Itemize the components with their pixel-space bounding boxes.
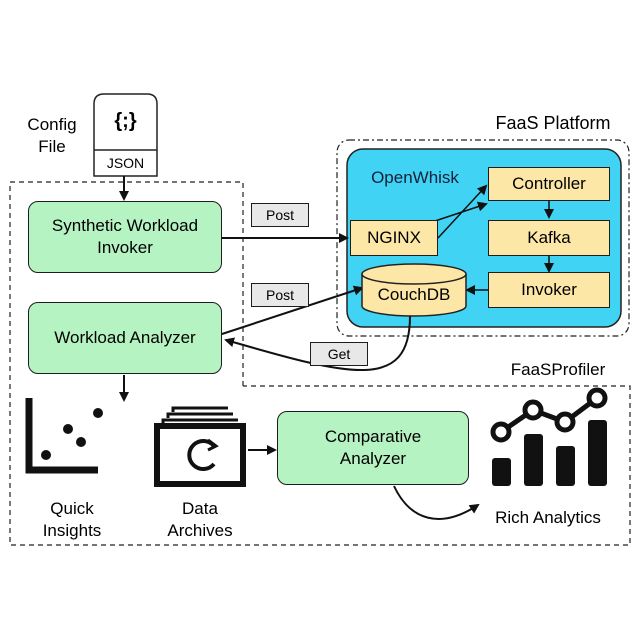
couchdb-label: CouchDB <box>377 285 451 304</box>
rich-analytics-label: Rich Analytics <box>495 508 601 527</box>
faas-platform-title: FaaS Platform <box>495 113 611 133</box>
quick-line1: Quick <box>50 499 94 518</box>
couchdb-cylinder <box>361 263 467 317</box>
json-braces-icon: {;} <box>114 110 137 132</box>
workload-analyzer-label: Workload Analyzer <box>54 328 196 347</box>
comparative-line2: Analyzer <box>339 449 407 468</box>
scatter-plot-icon <box>25 398 103 474</box>
controller-label: Controller <box>512 174 586 193</box>
post-store-tag: Post <box>251 283 309 307</box>
invoker-box: Invoker <box>488 272 610 308</box>
data-archives-label: Data Archives <box>150 498 250 542</box>
faasprofiler-border-upper <box>9 181 631 546</box>
openwhisk-title: OpenWhisk <box>371 168 459 187</box>
bar-chart-icon <box>490 387 608 486</box>
nginx-box: NGINX <box>350 220 438 256</box>
quick-insights-label: Quick Insights <box>24 498 120 542</box>
comparative-line1: Comparative <box>324 427 422 446</box>
faasprofiler-title: FaaSProfiler <box>510 360 606 379</box>
comparative-analyzer-box: Comparative Analyzer <box>277 411 469 485</box>
config-label-line1: Config <box>27 115 77 134</box>
config-label-line2: File <box>38 137 66 156</box>
archives-line1: Data <box>182 499 218 518</box>
json-format-label: JSON <box>106 155 145 171</box>
synthetic-workload-invoker-box: Synthetic Workload Invoker <box>28 201 222 273</box>
archive-drawer-icon <box>154 406 246 487</box>
config-file-label: Config File <box>20 114 84 158</box>
kafka-label: Kafka <box>527 228 571 247</box>
invoker-label: Invoker <box>521 280 577 299</box>
get-tag: Get <box>310 342 368 366</box>
workload-invoker-line2: Invoker <box>97 238 153 257</box>
post-invoke-tag: Post <box>251 203 309 227</box>
workload-invoker-line1: Synthetic Workload <box>51 216 199 235</box>
nginx-label: NGINX <box>367 228 421 247</box>
controller-box: Controller <box>488 167 610 201</box>
json-file-icon <box>93 93 158 177</box>
workload-analyzer-box: Workload Analyzer <box>28 302 222 374</box>
archives-line2: Archives <box>167 521 233 540</box>
quick-line2: Insights <box>42 521 102 540</box>
kafka-box: Kafka <box>488 220 610 256</box>
